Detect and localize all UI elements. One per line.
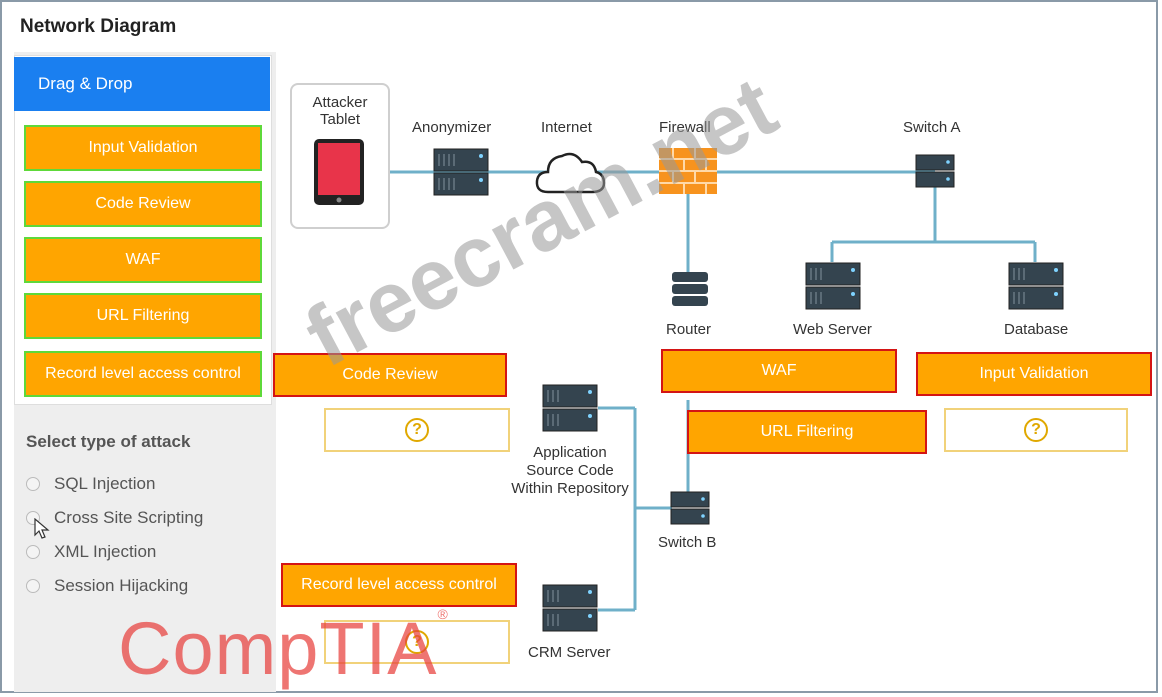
radio-session-hijacking[interactable]: Session Hijacking	[26, 573, 188, 599]
radio-sql-injection[interactable]: SQL Injection	[26, 471, 155, 497]
router-label: Router	[666, 321, 712, 338]
radio-label: XML Injection	[54, 542, 157, 561]
attack-type-heading: Select type of attack	[26, 432, 191, 451]
placed-waf[interactable]: WAF	[661, 349, 897, 393]
firewall-label: Firewall	[659, 119, 711, 136]
question-icon: ?	[405, 418, 429, 442]
placed-record-level-access-control[interactable]: Record level access control	[281, 563, 517, 607]
tablet-icon	[314, 139, 364, 205]
tile-record-level-access-control[interactable]: Record level access control	[24, 351, 262, 397]
dropzone-crm[interactable]: ?	[324, 620, 510, 664]
web-server-label: Web Server	[793, 321, 872, 338]
radio-xml-injection[interactable]: XML Injection	[26, 539, 156, 565]
mouse-cursor-icon	[34, 518, 50, 539]
placed-url-filtering[interactable]: URL Filtering	[687, 410, 927, 454]
server-icon	[433, 148, 489, 196]
repository-server-icon	[542, 384, 598, 432]
firewall-icon	[659, 148, 717, 194]
web-server-icon	[805, 262, 861, 310]
placed-input-validation[interactable]: Input Validation	[916, 352, 1152, 396]
radio-dot[interactable]	[26, 579, 40, 593]
dropzone-repository[interactable]: ?	[324, 408, 510, 452]
radio-cross-site-scripting[interactable]: Cross Site Scripting	[26, 505, 203, 531]
anonymizer-label: Anonymizer	[412, 119, 492, 136]
radio-dot[interactable]	[26, 477, 40, 491]
attacker-tablet-label: Attacker Tablet	[312, 94, 368, 128]
database-label: Database	[1004, 321, 1069, 338]
database-server-icon	[1008, 262, 1064, 310]
question-icon: ?	[1024, 418, 1048, 442]
comptia-logo: CompTIA®	[118, 606, 449, 690]
drag-drop-header: Drag & Drop	[14, 57, 270, 111]
logo-text: CompTIA	[118, 607, 438, 690]
drag-drop-panel	[14, 55, 272, 405]
internet-label: Internet	[541, 119, 592, 136]
tile-url-filtering[interactable]: URL Filtering	[24, 293, 262, 339]
radio-label: SQL Injection	[54, 474, 156, 493]
tile-code-review[interactable]: Code Review	[24, 181, 262, 227]
router-icon	[672, 272, 708, 306]
switch-icon	[915, 154, 955, 188]
tile-waf[interactable]: WAF	[24, 237, 262, 283]
radio-dot[interactable]	[26, 545, 40, 559]
crm-server-icon	[542, 584, 598, 632]
placed-code-review[interactable]: Code Review	[273, 353, 507, 397]
question-icon: ?	[405, 630, 429, 654]
dropzone-database[interactable]: ?	[944, 408, 1128, 452]
switch-b-label: Switch B	[658, 534, 717, 551]
tile-input-validation[interactable]: Input Validation	[24, 125, 262, 171]
switch-a-label: Switch A	[903, 119, 961, 136]
repository-label: Application Source Code Within Repositor…	[511, 444, 629, 497]
switch-b-icon	[670, 491, 710, 525]
page-title: Network Diagram	[20, 16, 177, 37]
radio-label: Session Hijacking	[54, 576, 189, 595]
radio-label: Cross Site Scripting	[54, 508, 204, 527]
crm-server-label: CRM Server	[528, 644, 611, 661]
cloud-icon	[535, 152, 606, 194]
